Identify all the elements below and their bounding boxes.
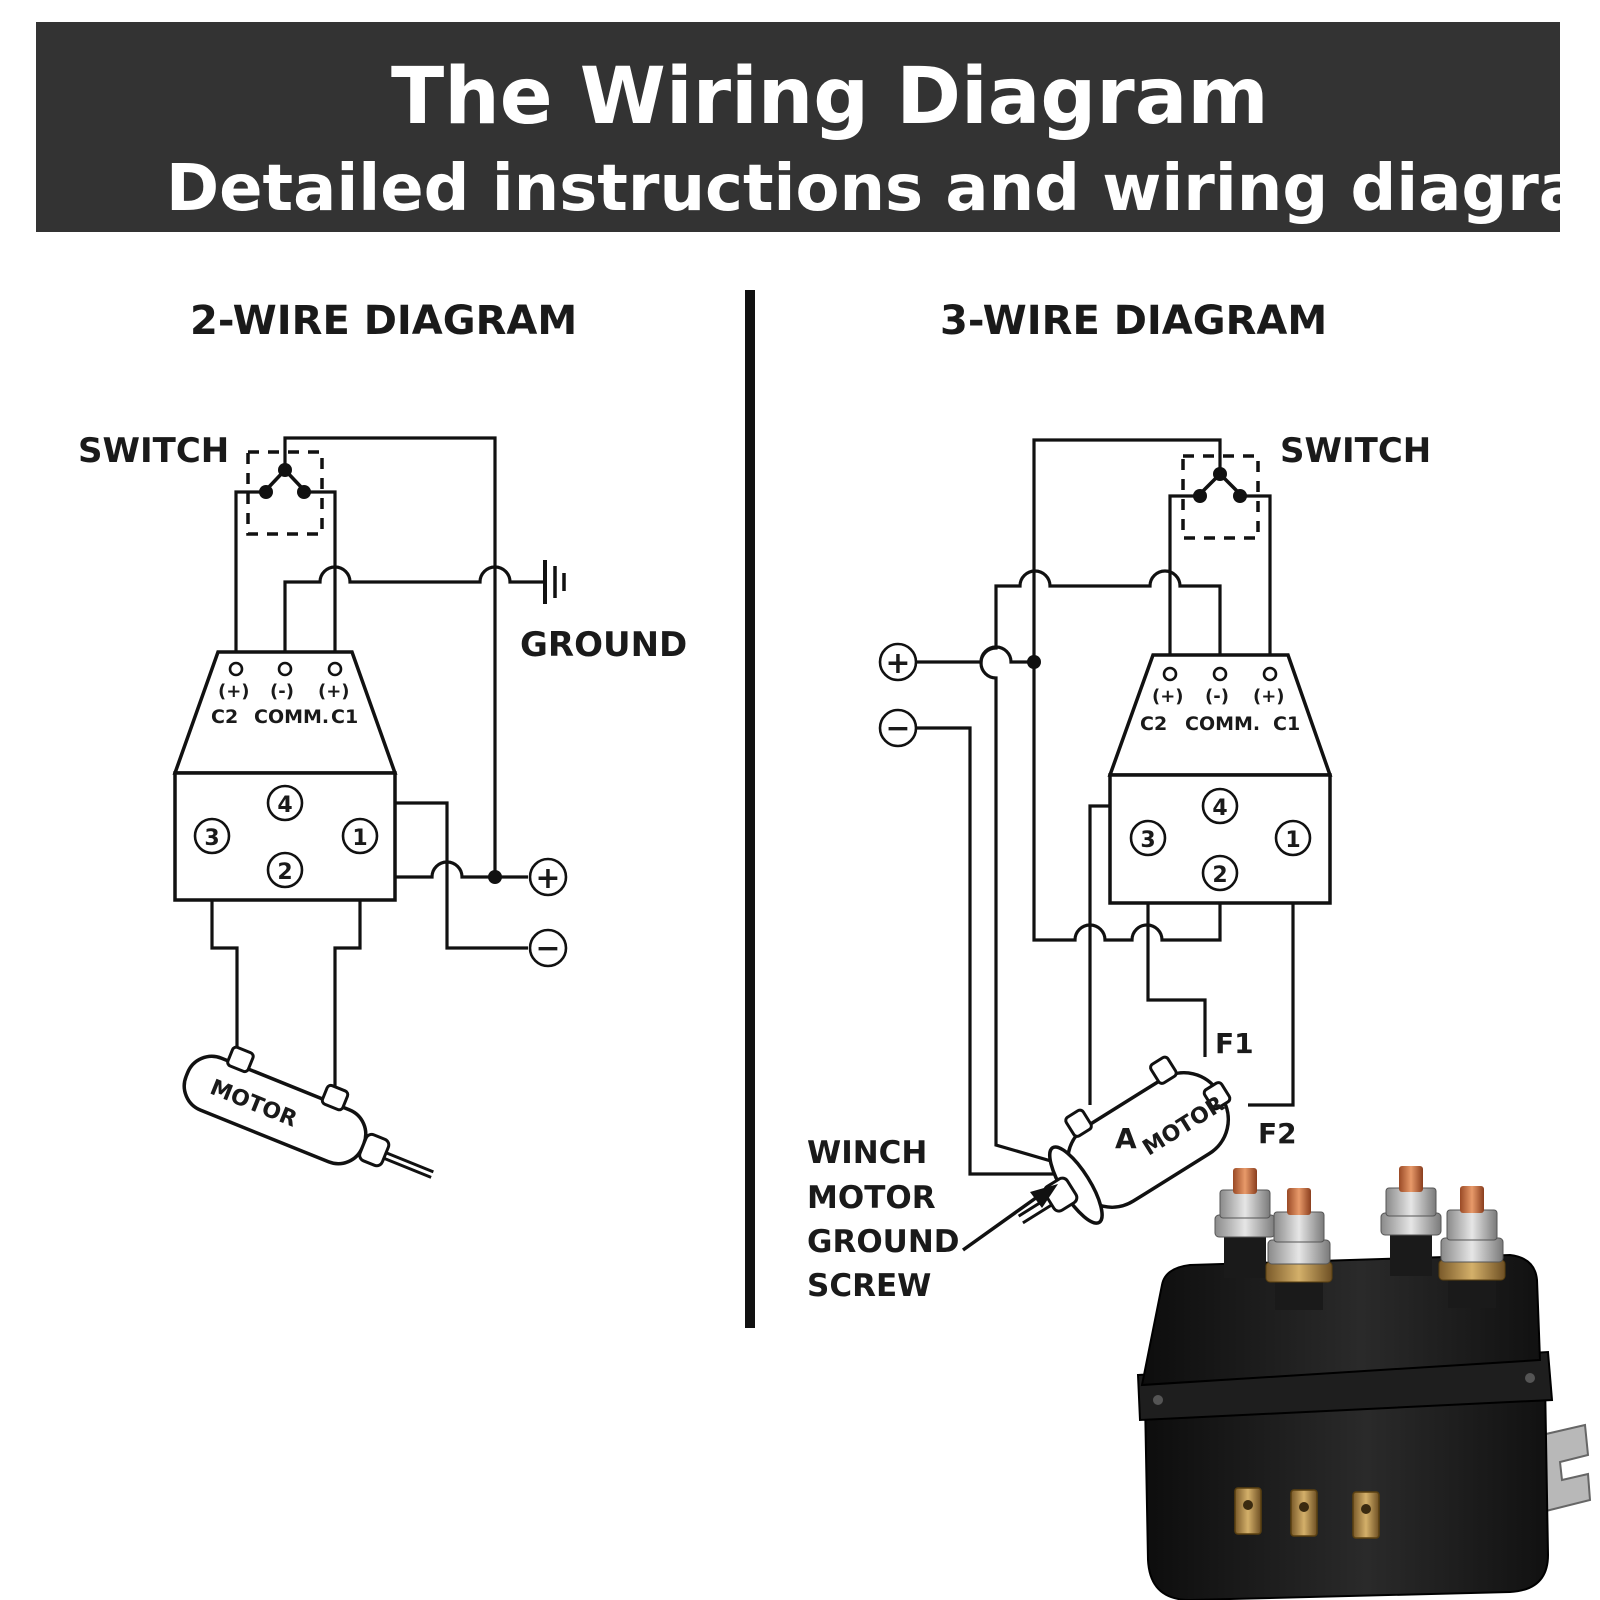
terminal-comm [1212, 666, 1228, 682]
motor-terminal-a: A [1115, 1122, 1137, 1155]
three-wire-title: 3-WIRE DIAGRAM [940, 298, 1327, 344]
page-title: The Wiring Diagram [391, 52, 1269, 142]
post-4: 4 [1201, 787, 1239, 825]
terminal-c1 [327, 661, 343, 677]
polarity-c2: (+) [1152, 686, 1184, 707]
label-c1: C1 [331, 706, 358, 728]
svg-text:−: − [885, 711, 910, 746]
motor-terminal-f1: F1 [1215, 1027, 1254, 1060]
svg-text:3: 3 [204, 826, 219, 851]
label-c2: C2 [211, 706, 238, 728]
svg-text:2: 2 [277, 860, 292, 885]
header-banner: The Wiring Diagram Detailed instructions… [36, 22, 1600, 232]
arrow-icon [961, 1184, 1058, 1252]
polarity-c1: (+) [1253, 686, 1285, 707]
post-4: 4 [266, 784, 304, 822]
label-comm: COMM. [1185, 713, 1260, 735]
svg-text:1: 1 [352, 826, 367, 851]
battery-positive: + [878, 642, 918, 682]
two-wire-diagram: 2-WIRE DIAGRAM SWITCH GROUND [78, 298, 687, 1179]
battery-negative: − [528, 928, 568, 968]
two-wire-title: 2-WIRE DIAGRAM [190, 298, 577, 344]
label-comm: COMM. [254, 706, 329, 728]
motor-terminal-f2: F2 [1258, 1117, 1297, 1150]
ground-icon [543, 560, 566, 604]
polarity-c2: (+) [218, 681, 250, 702]
motor-symbol: MOTOR [1017, 1055, 1232, 1225]
terminal-comm [277, 661, 293, 677]
motor-symbol: MOTOR [182, 1045, 434, 1179]
solenoid-product-image [1136, 1166, 1592, 1600]
ground-screw-line-3: GROUND [807, 1224, 960, 1260]
terminal-c2 [1162, 666, 1178, 682]
switch-label: SWITCH [78, 431, 229, 471]
svg-text:+: + [535, 861, 560, 896]
svg-text:4: 4 [1212, 796, 1227, 821]
ground-screw-line-1: WINCH [807, 1135, 927, 1171]
ground-label: GROUND [520, 625, 687, 665]
polarity-comm: (-) [1205, 686, 1229, 707]
svg-text:4: 4 [277, 793, 292, 818]
terminal-c1 [1262, 666, 1278, 682]
page-subtitle: Detailed instructions and wiring diagram [166, 152, 1600, 226]
svg-text:+: + [885, 646, 910, 681]
label-c1: C1 [1273, 713, 1300, 735]
ground-screw-line-2: MOTOR [807, 1180, 936, 1216]
svg-text:−: − [535, 931, 560, 966]
switch-label: SWITCH [1280, 431, 1431, 471]
svg-text:2: 2 [1212, 863, 1227, 888]
post-1: 1 [1274, 819, 1312, 857]
label-c2: C2 [1140, 713, 1167, 735]
ground-screw-line-4: SCREW [807, 1268, 931, 1304]
battery-negative: − [878, 708, 918, 748]
post-2: 2 [1201, 854, 1239, 892]
post-1: 1 [341, 817, 379, 855]
post-3: 3 [193, 817, 231, 855]
svg-text:1: 1 [1285, 828, 1300, 853]
three-wire-diagram: 3-WIRE DIAGRAM SWITCH + − [807, 298, 1431, 1304]
polarity-c1: (+) [318, 681, 350, 702]
polarity-comm: (-) [270, 681, 294, 702]
svg-text:3: 3 [1140, 828, 1155, 853]
terminal-c2 [228, 661, 244, 677]
battery-positive: + [528, 857, 568, 897]
post-2: 2 [266, 851, 304, 889]
post-3: 3 [1129, 819, 1167, 857]
